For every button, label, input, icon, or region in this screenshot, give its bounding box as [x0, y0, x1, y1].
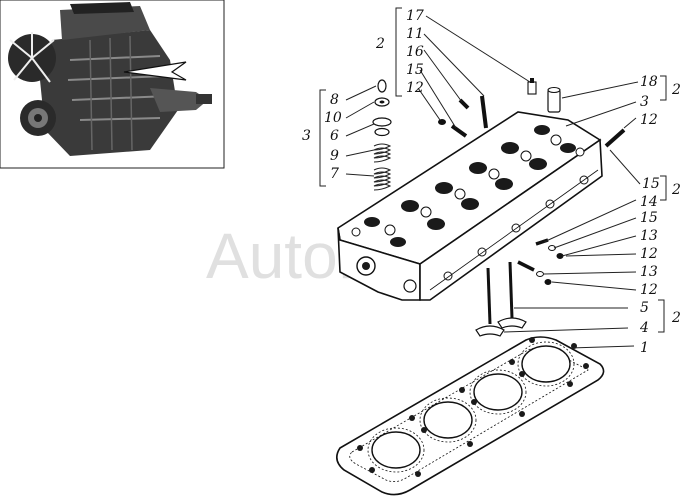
valves [475, 261, 527, 337]
group-label-2-top: 2 [375, 36, 385, 52]
valve-spring-stack [372, 79, 392, 191]
label-12-right: 12 [640, 112, 658, 128]
group-label-3-left: 3 [302, 128, 311, 144]
label-5: 5 [640, 300, 649, 316]
leader-lines [345, 15, 641, 349]
label-13-b: 13 [640, 264, 658, 280]
label-14: 14 [640, 194, 658, 210]
label-12-b: 12 [640, 246, 658, 262]
group-label-2-valves: 2 [671, 310, 681, 326]
label-12-top: 12 [406, 80, 424, 96]
label-3-right: 3 [640, 94, 649, 110]
label-7: 7 [330, 166, 339, 182]
pointer-arrow-icon [123, 61, 187, 81]
group-label-2-15: 2 [671, 182, 681, 198]
head-gasket [336, 336, 605, 496]
label-10: 10 [324, 110, 342, 126]
group-label-2-18: 2 [671, 82, 681, 98]
label-1: 1 [640, 340, 649, 356]
label-18: 18 [640, 74, 658, 90]
label-6: 6 [330, 128, 339, 144]
brackets [319, 7, 667, 333]
label-15-mid: 15 [642, 176, 660, 192]
label-12-c: 12 [640, 282, 658, 298]
cylinder-head [337, 111, 603, 301]
label-15-top: 15 [406, 62, 424, 78]
engine-inset [0, 0, 225, 169]
small-parts [438, 78, 626, 285]
label-16: 16 [406, 44, 424, 60]
part-labels: 2 17 11 16 15 12 3 8 10 6 9 7 18 2 3 12 … [302, 8, 681, 356]
label-8: 8 [330, 92, 339, 108]
label-4: 4 [639, 320, 649, 336]
label-17: 17 [406, 8, 424, 24]
label-9: 9 [330, 148, 339, 164]
label-13-a: 13 [640, 228, 658, 244]
label-15-low: 15 [640, 210, 658, 226]
label-11: 11 [406, 26, 424, 42]
